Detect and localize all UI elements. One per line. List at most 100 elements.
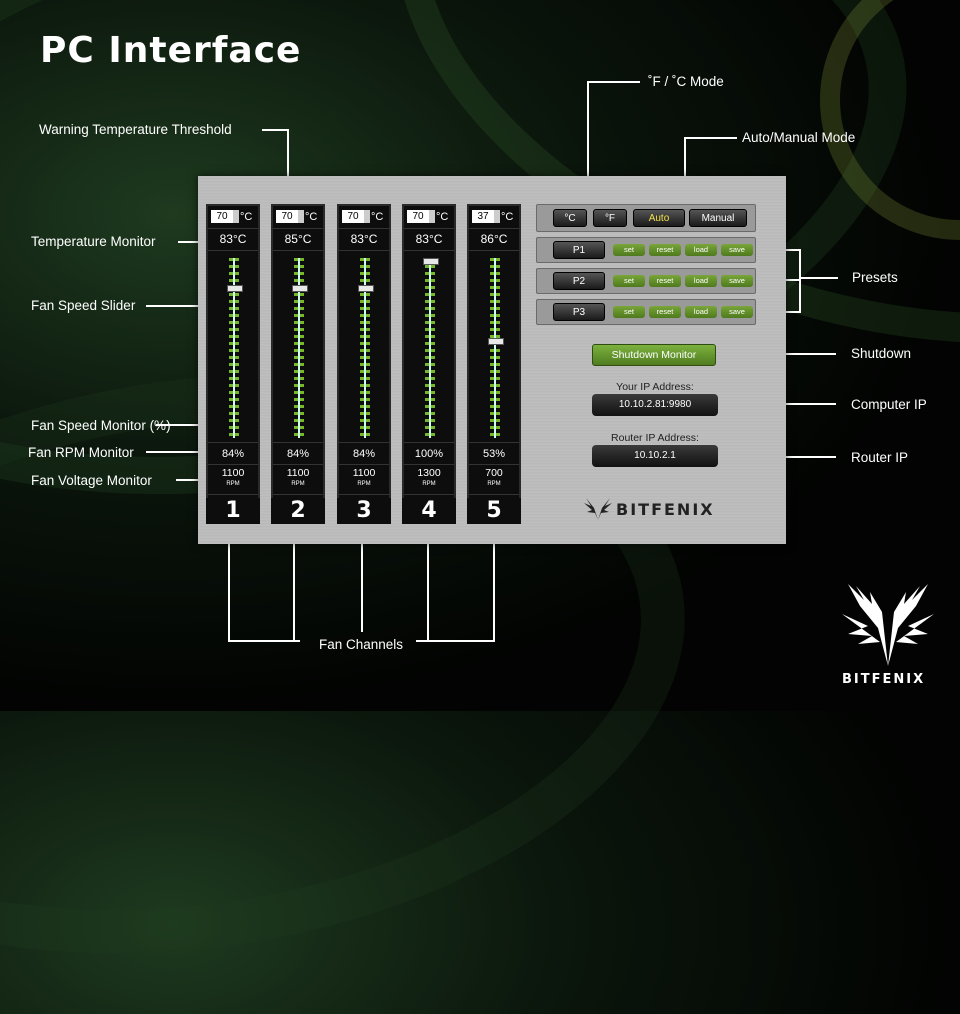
fan-channel-number: 2 bbox=[271, 498, 325, 524]
your-ip-label: Your IP Address: bbox=[616, 381, 694, 393]
fan-speed-slider[interactable] bbox=[423, 258, 439, 438]
auto-mode-button[interactable]: Auto bbox=[633, 209, 685, 227]
warning-threshold[interactable]: 70 °C bbox=[211, 210, 257, 226]
preset-reset-button[interactable]: reset bbox=[649, 275, 681, 287]
fan-speed-slider[interactable] bbox=[488, 258, 504, 438]
fan-channel-1: 70°C83°C84%1100RPM10.2V bbox=[206, 204, 260, 524]
bitfenix-corner-logo-icon bbox=[842, 584, 934, 666]
preset-load-button[interactable]: load bbox=[685, 306, 717, 318]
shutdown-monitor-button[interactable]: Shutdown Monitor bbox=[592, 344, 716, 366]
label-fan-channels: Fan Channels bbox=[319, 637, 404, 652]
threshold-spinner[interactable] bbox=[364, 210, 370, 223]
preset-set-button[interactable]: set bbox=[613, 244, 645, 256]
label-fan-speed-monitor: Fan Speed Monitor (%) bbox=[31, 418, 171, 433]
slider-knob[interactable] bbox=[292, 285, 308, 293]
fan-speed-percent: 53% bbox=[482, 448, 506, 460]
threshold-input[interactable]: 70 bbox=[342, 210, 364, 223]
fan-channel-number: 3 bbox=[337, 498, 391, 524]
threshold-input[interactable]: 70 bbox=[407, 210, 429, 223]
your-ip-value: 10.10.2.81:9980 bbox=[592, 394, 718, 416]
preset-row-3: P3 set reset load save bbox=[536, 299, 756, 325]
corner-brand-text: BITFENIX bbox=[842, 672, 926, 687]
threshold-input[interactable]: 70 bbox=[211, 210, 233, 223]
router-ip-value: 10.10.2.1 bbox=[592, 445, 718, 467]
label-auto-manual: Auto/Manual Mode bbox=[742, 130, 856, 145]
fan-speed-slider[interactable] bbox=[292, 258, 308, 438]
control-panel: 70°C83°C84%1100RPM10.2V170°C85°C84%1100R… bbox=[198, 176, 786, 544]
slider-rail bbox=[429, 258, 431, 438]
warning-threshold[interactable]: 70 °C bbox=[407, 210, 453, 226]
slider-knob[interactable] bbox=[358, 285, 374, 293]
slider-rail bbox=[364, 258, 366, 438]
threshold-unit: °C bbox=[436, 210, 449, 223]
preset-row-1: P1 set reset load save bbox=[536, 237, 756, 263]
warning-threshold[interactable]: 70 °C bbox=[276, 210, 322, 226]
brand-logo-text: BITFENIX bbox=[616, 500, 715, 519]
threshold-unit: °C bbox=[305, 210, 318, 223]
preset-select-button[interactable]: P2 bbox=[553, 272, 605, 290]
fan-channel-number: 4 bbox=[402, 498, 456, 524]
fahrenheit-button[interactable]: °F bbox=[593, 209, 627, 227]
fan-speed-percent: 84% bbox=[286, 448, 310, 460]
label-temp-monitor: Temperature Monitor bbox=[31, 234, 156, 249]
label-fan-speed-slider: Fan Speed Slider bbox=[31, 298, 136, 313]
preset-save-button[interactable]: save bbox=[721, 275, 753, 287]
temperature-monitor: 86°C bbox=[480, 232, 508, 246]
threshold-unit: °C bbox=[501, 210, 514, 223]
warning-threshold[interactable]: 37 °C bbox=[472, 210, 518, 226]
threshold-input[interactable]: 70 bbox=[276, 210, 298, 223]
slider-knob[interactable] bbox=[488, 337, 504, 345]
label-shutdown: Shutdown bbox=[851, 346, 912, 361]
mode-row: °C °F Auto Manual bbox=[536, 204, 756, 232]
label-fan-voltage-monitor: Fan Voltage Monitor bbox=[31, 473, 152, 488]
threshold-input[interactable]: 37 bbox=[472, 210, 494, 223]
preset-save-button[interactable]: save bbox=[721, 244, 753, 256]
threshold-spinner[interactable] bbox=[429, 210, 435, 223]
fan-channel-number: 5 bbox=[467, 498, 521, 524]
preset-row-2: P2 set reset load save bbox=[536, 268, 756, 294]
slider-knob[interactable] bbox=[227, 285, 243, 293]
threshold-spinner[interactable] bbox=[233, 210, 239, 223]
fan-speed-slider[interactable] bbox=[227, 258, 243, 438]
fan-speed-percent: 84% bbox=[352, 448, 376, 460]
preset-load-button[interactable]: load bbox=[685, 275, 717, 287]
fan-speed-slider[interactable] bbox=[358, 258, 374, 438]
preset-save-button[interactable]: save bbox=[721, 306, 753, 318]
fan-speed-percent: 84% bbox=[221, 448, 245, 460]
temperature-monitor: 85°C bbox=[284, 232, 312, 246]
router-ip-label: Router IP Address: bbox=[611, 432, 699, 444]
fan-channel-5: 37°C86°C53%700RPM6.5V bbox=[467, 204, 521, 524]
page-title: PC Interface bbox=[40, 30, 302, 71]
slider-knob[interactable] bbox=[423, 258, 439, 265]
slider-rail bbox=[494, 258, 496, 438]
preset-load-button[interactable]: load bbox=[685, 244, 717, 256]
threshold-spinner[interactable] bbox=[494, 210, 500, 223]
preset-set-button[interactable]: set bbox=[613, 306, 645, 318]
fan-channel-number: 1 bbox=[206, 498, 260, 524]
label-router-ip: Router IP bbox=[851, 450, 909, 465]
slider-rail bbox=[233, 258, 235, 438]
manual-mode-button[interactable]: Manual bbox=[689, 209, 747, 227]
celsius-button[interactable]: °C bbox=[553, 209, 587, 227]
threshold-unit: °C bbox=[371, 210, 384, 223]
preset-reset-button[interactable]: reset bbox=[649, 244, 681, 256]
preset-set-button[interactable]: set bbox=[613, 275, 645, 287]
warning-threshold[interactable]: 70 °C bbox=[342, 210, 388, 226]
label-computer-ip: Computer IP bbox=[851, 397, 927, 412]
threshold-unit: °C bbox=[240, 210, 253, 223]
slider-rail bbox=[298, 258, 300, 438]
label-unit-mode: ˚F / ˚C Mode bbox=[648, 74, 724, 89]
preset-select-button[interactable]: P1 bbox=[553, 241, 605, 259]
fan-channel-3: 70°C83°C84%1100RPM10.2V bbox=[337, 204, 391, 524]
temperature-monitor: 83°C bbox=[219, 232, 247, 246]
preset-reset-button[interactable]: reset bbox=[649, 306, 681, 318]
threshold-spinner[interactable] bbox=[298, 210, 304, 223]
fan-speed-percent: 100% bbox=[414, 448, 444, 460]
preset-select-button[interactable]: P3 bbox=[553, 303, 605, 321]
label-presets: Presets bbox=[852, 270, 898, 285]
label-warning-threshold: Warning Temperature Threshold bbox=[39, 122, 232, 137]
